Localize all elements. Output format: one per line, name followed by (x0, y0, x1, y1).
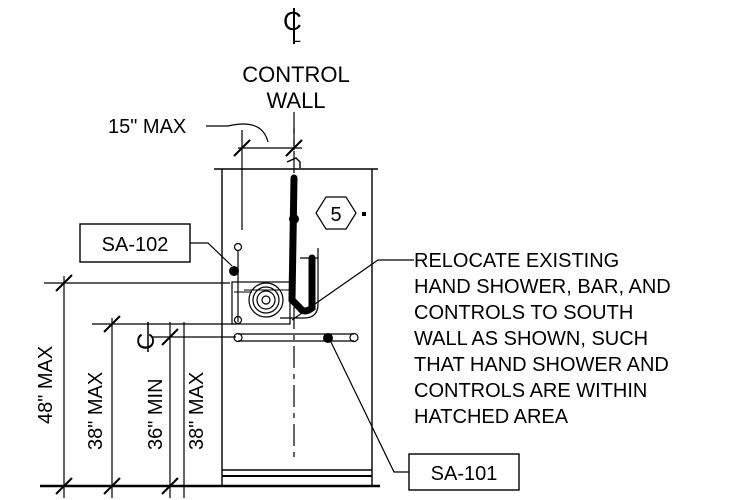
tag-sa-101-label: SA-101 (431, 463, 498, 485)
shower-enclosure (214, 168, 378, 486)
note-line-2: HAND SHOWER, BAR, AND (414, 276, 671, 298)
dimension-38-max-left: 38" MAX (85, 315, 121, 498)
dimension-36-min-label: 36" MIN (145, 378, 167, 450)
control-label: CONTROL (242, 62, 350, 87)
dimension-38-max-right: 38" MAX (183, 322, 208, 498)
tag-sa-101: SA-101 (329, 339, 520, 491)
note-line-1: RELOCATE EXISTING (414, 250, 619, 272)
centerline-symbol-top: C L (283, 6, 302, 46)
dimension-15-max: 15" MAX (108, 116, 303, 230)
bar-bracket-dot (289, 214, 299, 224)
dimension-36-min: 36" MIN (145, 322, 179, 498)
centerline-symbol-bar: C (133, 322, 160, 352)
keynote-hexagon: 5 (315, 196, 357, 230)
dimension-38-max-left-label: 38" MAX (85, 372, 107, 450)
tag-sa-102-label: SA-102 (102, 234, 169, 256)
hand-shower-assembly (280, 157, 319, 319)
centerline-c: C (283, 6, 302, 36)
tag-sa-102-dot (229, 266, 239, 276)
keynote-number: 5 (330, 204, 341, 226)
note-line-3: CONTROLS TO SOUTH (414, 302, 633, 324)
note-line-6: CONTROLS ARE WITHIN (414, 380, 647, 402)
note-line-7: HATCHED AREA (414, 406, 569, 428)
centerline-l: L (292, 29, 301, 46)
grab-bar (233, 332, 359, 343)
dimension-15-max-label: 15" MAX (108, 116, 186, 138)
shower-controls (231, 242, 291, 325)
tag-sa-102: SA-102 (79, 223, 239, 276)
centerline-bar-c: C (133, 333, 160, 350)
dimension-48-max-label: 48" MAX (35, 346, 57, 424)
dimension-48-max: 48" MAX (35, 274, 73, 498)
grab-bar-dot (323, 333, 333, 343)
relocation-note: RELOCATE EXISTING HAND SHOWER, BAR, AND … (291, 250, 671, 428)
dimension-38-max-right-label: 38" MAX (186, 372, 208, 450)
note-line-5: THAT HAND SHOWER AND (414, 354, 669, 376)
note-line-4: WALL AS SHOWN, SUCH (414, 328, 648, 350)
wall-label: WALL (266, 88, 325, 113)
